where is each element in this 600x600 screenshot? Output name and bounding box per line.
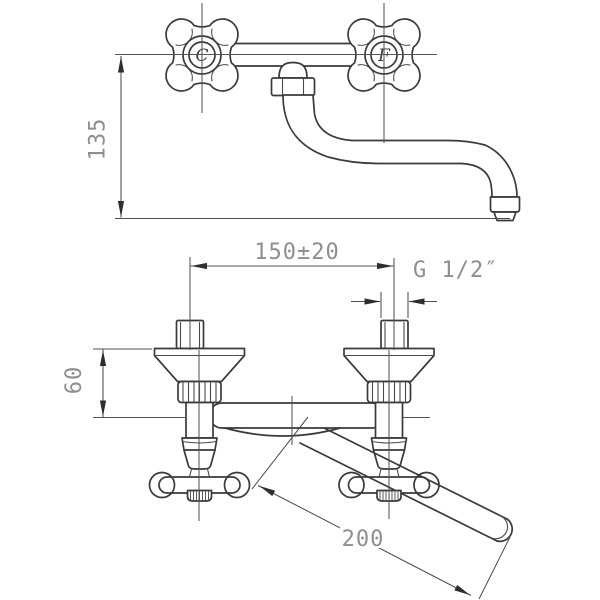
spacing-label: 150±20: [254, 240, 339, 265]
thread-label: G 1/2″: [413, 258, 498, 283]
dimension-depth-60: 60: [62, 348, 152, 417]
front-view: C F: [115, 3, 521, 222]
dimension-thread-g12: G 1/2″: [351, 258, 498, 318]
dimension-spacing-150: 150±20: [190, 240, 394, 270]
dimension-height-135: 135: [86, 56, 510, 220]
spout: [282, 94, 518, 198]
spout-nut: [270, 77, 316, 97]
spout-length-label: 200: [342, 527, 385, 552]
depth-label: 60: [62, 366, 87, 395]
aerator: [489, 196, 521, 222]
spout-collar: [224, 427, 341, 437]
dimension-spout-200: 200: [251, 416, 511, 600]
front-centerlines: [115, 3, 437, 143]
plan-view: [93, 257, 514, 543]
height-label: 135: [86, 118, 111, 161]
spout-dome: [278, 61, 308, 79]
body-bar-plan: [208, 402, 386, 429]
